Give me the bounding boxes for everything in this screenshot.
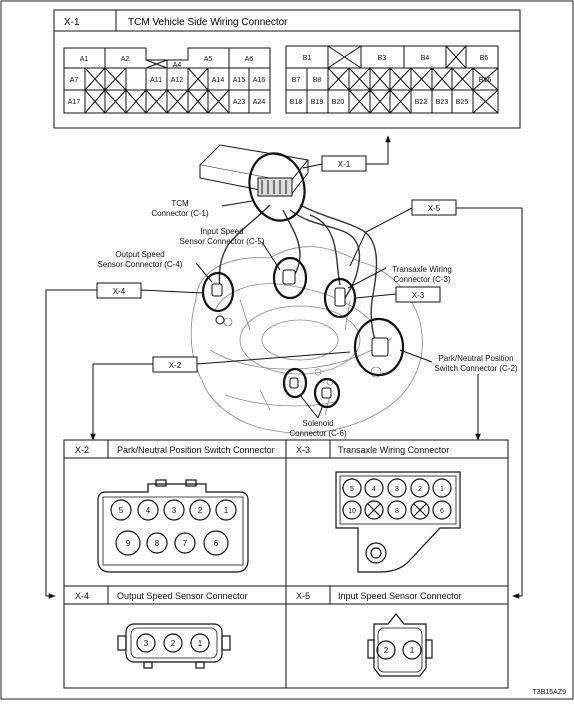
- pin-b1: B1: [303, 55, 312, 62]
- x3-pin-5: 5: [350, 486, 354, 493]
- x3-pin-6: 6: [440, 508, 444, 515]
- label-park-1: Park/Neutral Position: [438, 354, 513, 363]
- x2-pin-3: 3: [172, 506, 177, 515]
- pin-a1: A1: [80, 56, 89, 63]
- x4-title: Output Speed Sensor Connector: [117, 591, 248, 601]
- pin-b22: B22: [415, 99, 428, 106]
- pin-a16: A16: [253, 77, 266, 84]
- label-park-2: Switch Connector (C-2): [434, 364, 517, 373]
- x4-pin-1: 1: [198, 639, 203, 648]
- pin-b20: B20: [332, 99, 345, 106]
- pin-b7: B7: [292, 77, 301, 84]
- connector-b: [285, 45, 499, 114]
- pin-b23: B23: [436, 99, 449, 106]
- pin-b25: B25: [456, 99, 469, 106]
- label-tcm-1: TCM: [171, 199, 189, 208]
- x1-panel: X-1 TCM Vehicle Side Wiring Connector: [53, 9, 521, 129]
- x3-pin-8: 8: [395, 508, 399, 515]
- x3-connector: [335, 471, 461, 573]
- pin-a15: A15: [233, 77, 246, 84]
- x4-pin-3: 3: [144, 639, 149, 648]
- pin-b4: B4: [421, 55, 430, 62]
- figure-code: T3B15AZ9: [533, 689, 567, 696]
- pin-a12: A12: [171, 77, 184, 84]
- label-transaxle-2: Connector (C-3): [393, 275, 451, 284]
- c5-circle: [272, 256, 308, 300]
- x5-connector: [367, 613, 433, 677]
- x2-pin-4: 4: [146, 506, 151, 515]
- c1-circle: [248, 152, 306, 222]
- label-transaxle-1: Transaxle Wiring: [392, 265, 452, 274]
- label-solenoid-2: Connector (C-6): [289, 429, 347, 438]
- x2-pin-8: 8: [155, 539, 160, 548]
- x5-id: X-5: [296, 591, 310, 601]
- x1-title: TCM Vehicle Side Wiring Connector: [128, 17, 288, 28]
- x3-pin-4: 4: [372, 486, 376, 493]
- pin-a2: A2: [121, 56, 130, 63]
- x4-connector: [117, 623, 231, 669]
- bottom-panels: [63, 439, 509, 689]
- pin-a6: A6: [245, 56, 254, 63]
- c2-circle: [353, 317, 405, 377]
- transaxle-illustration: [190, 144, 423, 434]
- label-input-1: Input Speed: [200, 227, 243, 236]
- x3-pin-2: 2: [418, 486, 422, 493]
- x2-connector: [97, 479, 249, 573]
- x3-title: Transaxle Wiring Connector: [338, 445, 449, 455]
- pin-a17: A17: [68, 99, 81, 106]
- x4-id: X-4: [75, 591, 89, 601]
- pin-b18: B18: [290, 99, 303, 106]
- connector-a: [63, 47, 271, 114]
- pin-b16: B16: [479, 77, 492, 84]
- x2-pin-2: 2: [198, 506, 203, 515]
- x2-pin-9: 9: [126, 539, 131, 548]
- pin-a4: A4: [173, 62, 182, 69]
- label-output-2: Sensor Connector (C-4): [98, 260, 183, 269]
- c6a-circle: [282, 367, 308, 399]
- pin-a23: A23: [233, 99, 246, 106]
- pin-b19: B19: [311, 99, 324, 106]
- pin-a11: A11: [150, 77, 162, 84]
- callout-x4: X-4: [113, 287, 126, 296]
- label-solenoid-1: Solenoid: [302, 419, 333, 428]
- x5-title: Input Speed Sensor Connector: [338, 591, 462, 601]
- x1-id: X-1: [64, 17, 80, 28]
- pin-a24: A24: [253, 99, 266, 106]
- x2-id: X-2: [75, 445, 89, 455]
- callout-x3: X-3: [412, 291, 425, 300]
- pin-b6: B6: [480, 55, 489, 62]
- x2-pin-7: 7: [183, 539, 188, 548]
- pin-a7: A7: [70, 77, 79, 84]
- x2-pin-6: 6: [214, 539, 219, 548]
- x3-id: X-3: [296, 445, 310, 455]
- x2-pin-5: 5: [119, 506, 124, 515]
- label-input-2: Sensor Connector (C-5): [180, 237, 265, 246]
- x5-pin-2: 2: [384, 646, 389, 655]
- callout-x1: X-1: [338, 160, 351, 169]
- c4-circle: [201, 271, 235, 313]
- x3-pin-3: 3: [395, 486, 399, 493]
- label-output-1: Output Speed: [115, 250, 164, 259]
- pin-b3: B3: [378, 55, 387, 62]
- c6b-circle: [313, 377, 341, 409]
- c3-circle: [323, 277, 357, 319]
- callout-x5: X-5: [428, 204, 441, 213]
- x3-pin-10: 10: [348, 508, 356, 515]
- x2-pin-1: 1: [224, 506, 229, 515]
- label-tcm-2: Connector (C-1): [151, 209, 209, 218]
- x5-pin-1: 1: [410, 646, 415, 655]
- x4-pin-2: 2: [171, 639, 176, 648]
- pin-a14: A14: [212, 77, 225, 84]
- callout-x2: X-2: [169, 361, 182, 370]
- connector-highlights: [201, 152, 405, 409]
- x3-pin-1: 1: [440, 486, 444, 493]
- pin-b8: B8: [313, 77, 322, 84]
- x2-title: Park/Neutral Position Switch Connector: [117, 445, 275, 455]
- pin-a5: A5: [204, 56, 213, 63]
